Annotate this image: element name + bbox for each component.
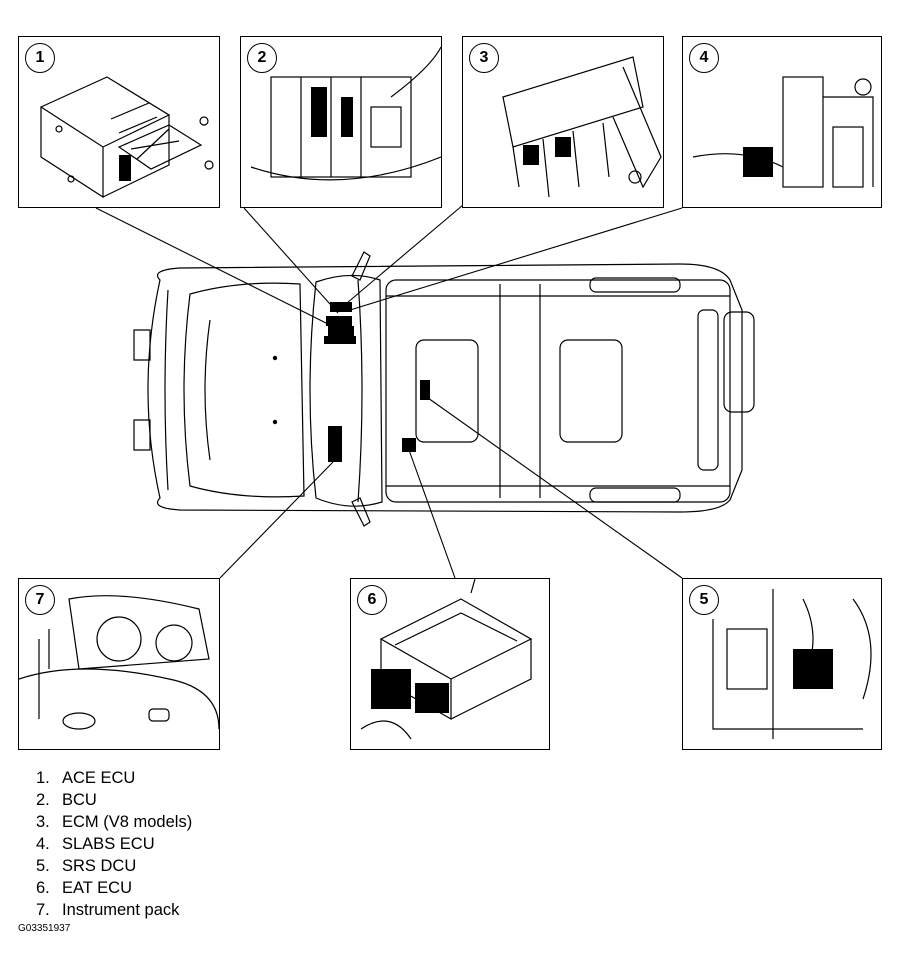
eat-ecu-illustration <box>360 579 533 740</box>
marker-eat <box>402 438 416 452</box>
legend-item: 6.EAT ECU <box>36 879 132 897</box>
marker-instrument <box>328 426 342 462</box>
legend-item: 4.SLABS ECU <box>36 835 155 853</box>
ecm-illustration <box>502 56 662 198</box>
callout-badge: 3 <box>469 43 499 73</box>
srs-dcu-illustration <box>712 589 872 739</box>
callout-badge: 4 <box>689 43 719 73</box>
panel-slabs-ecu: 4 <box>682 36 882 208</box>
callout-badge: 7 <box>25 585 55 615</box>
slabs-ecu-illustration <box>692 76 874 188</box>
legend-item: 1.ACE ECU <box>36 769 136 787</box>
component-legend: 1.ACE ECU 2.BCU 3.ECM (V8 models) 4.SLAB… <box>36 767 192 921</box>
legend-item: 3.ECM (V8 models) <box>36 813 193 831</box>
callout-badge: 1 <box>25 43 55 73</box>
panel-ecm: 3 <box>462 36 664 208</box>
ace-ecu-illustration <box>39 76 214 199</box>
bcu-illustration <box>250 46 441 181</box>
panel-bcu: 2 <box>240 36 442 208</box>
callout-badge: 6 <box>357 585 387 615</box>
marker-ace <box>328 326 354 336</box>
marker-ecm <box>330 302 352 312</box>
callout-badge: 5 <box>689 585 719 615</box>
panel-instrument-pack: 7 <box>18 578 220 750</box>
legend-item: 7.Instrument pack <box>36 901 180 919</box>
legend-item: 2.BCU <box>36 791 97 809</box>
panel-eat-ecu: 6 <box>350 578 550 750</box>
marker-bcu <box>326 316 352 326</box>
marker-srs <box>420 380 430 400</box>
instrument-pack-illustration <box>19 595 219 730</box>
figure-reference: G03351937 <box>18 923 71 934</box>
callout-badge: 2 <box>247 43 277 73</box>
panel-srs-dcu: 5 <box>682 578 882 750</box>
marker-slabs <box>324 336 356 344</box>
legend-item: 5.SRS DCU <box>36 857 137 875</box>
vehicle-top-view <box>133 251 755 527</box>
panel-ace-ecu: 1 <box>18 36 220 208</box>
